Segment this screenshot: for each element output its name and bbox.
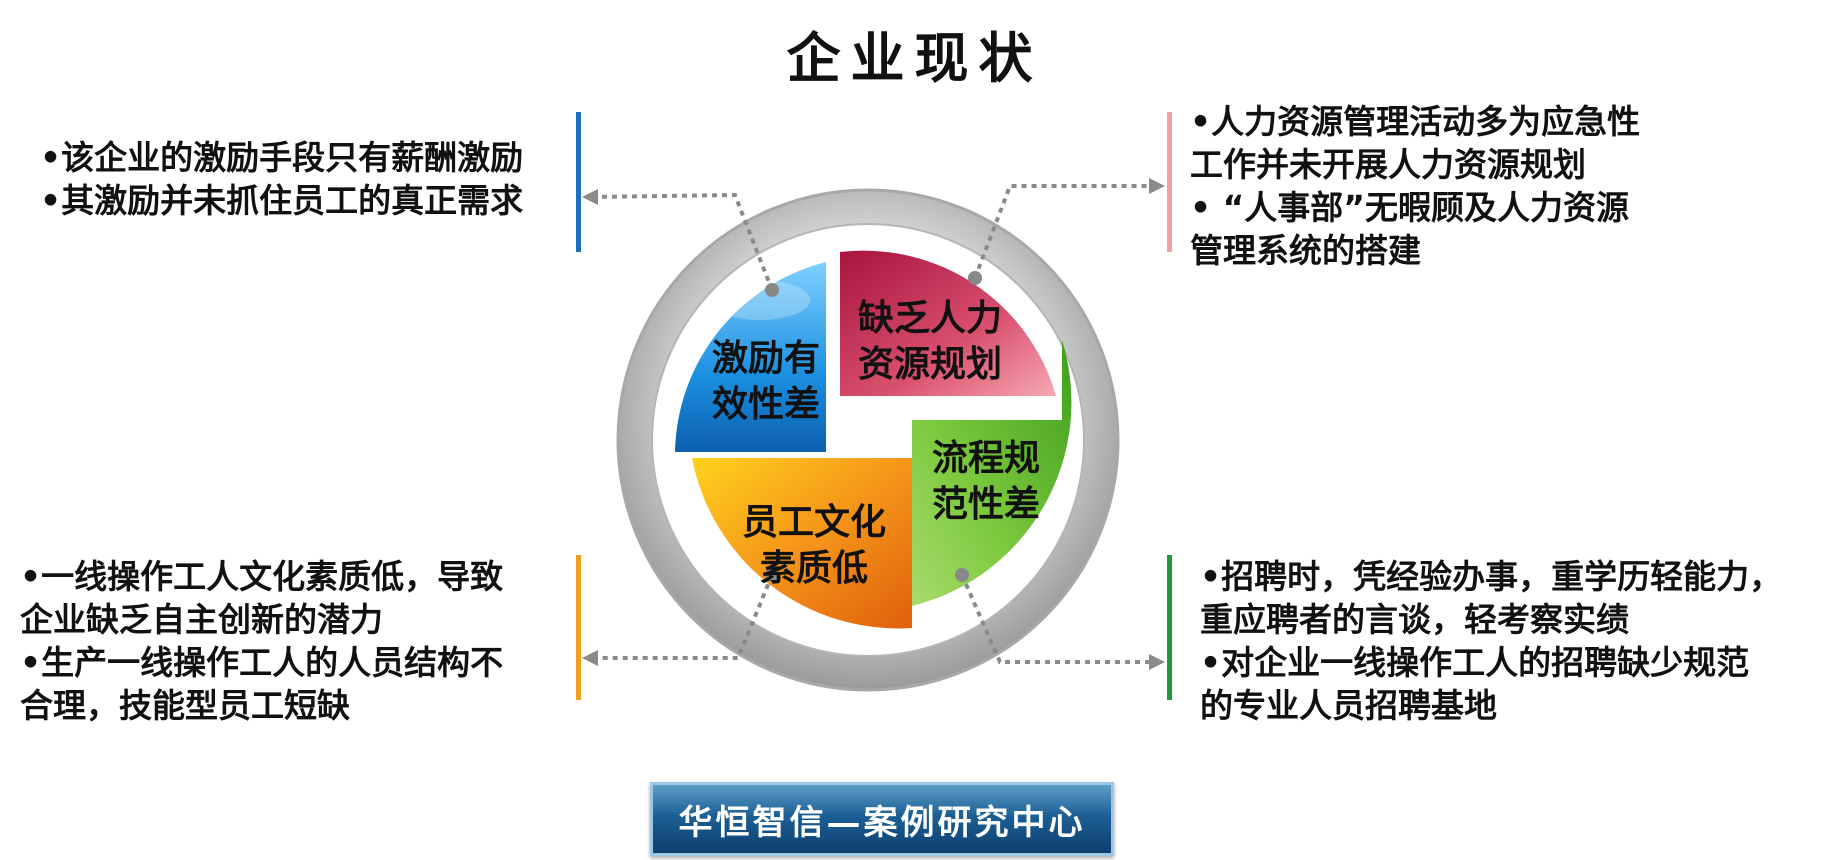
note-top-left: •该企业的激励手段只有薪酬激励 •其激励并未抓住员工的真正需求 (40, 136, 523, 222)
connector-top-right (973, 184, 1155, 279)
note-line: 的专业人员招聘基地 (1200, 686, 1497, 725)
footer-banner: 华恒智信—案例研究中心 (650, 782, 1114, 856)
note-line: •人力资源管理活动多为应急性 (1190, 102, 1641, 141)
note-line: 工作并未开展人力资源规划 (1190, 145, 1586, 184)
note-line: •该企业的激励手段只有薪酬激励 (40, 138, 524, 177)
note-bar-green (1167, 555, 1172, 700)
quadrant-label-line: 缺乏人力 (858, 298, 1003, 339)
arrow-right-icon (1149, 654, 1165, 670)
connector-top-left (589, 192, 774, 291)
gloss-highlight (710, 280, 810, 320)
note-line: 企业缺乏自主创新的潜力 (20, 600, 383, 639)
quadrant-process (912, 340, 1072, 606)
note-line: • “人事部”无暇顾及人力资源 (1190, 188, 1629, 227)
note-line: •生产一线操作工人的人员结构不 (20, 643, 504, 682)
quadrant-label-incentive: 激励有 效性差 (712, 336, 820, 428)
note-line: •对企业一线操作工人的招聘缺少规范 (1200, 643, 1750, 682)
note-bar-orange (576, 555, 581, 700)
note-line: •招聘时，凭经验办事，重学历轻能力， (1200, 557, 1783, 596)
note-bottom-left: •一线操作工人文化素质低，导致 企业缺乏自主创新的潜力 •生产一线操作工人的人员… (20, 555, 503, 727)
quadrant-label-line: 范性差 (932, 484, 1041, 525)
note-line: 重应聘者的言谈，轻考察实绩 (1200, 600, 1629, 639)
quadrant-culture (692, 458, 912, 629)
arrow-right-icon (1149, 178, 1165, 194)
arrow-left-icon (582, 189, 598, 205)
connector-bottom-right (960, 574, 1155, 664)
page-title: 企业现状 (786, 27, 1043, 90)
note-bar-pink (1167, 112, 1172, 252)
quadrant-label-line: 激励有 (712, 338, 821, 379)
arrow-left-icon (582, 650, 598, 666)
quadrant-incentive (675, 262, 826, 452)
note-line: 管理系统的搭建 (1190, 231, 1421, 270)
quadrant-label-line: 资源规划 (858, 344, 1003, 385)
note-line: •其激励并未抓住员工的真正需求 (40, 181, 524, 220)
quadrant-label-process: 流程规 范性差 (932, 436, 1040, 528)
quadrant-label-line: 素质低 (760, 548, 869, 589)
note-line: •一线操作工人文化素质低，导致 (20, 557, 504, 596)
quadrant-label-line: 员工文化 (742, 502, 887, 543)
quadrant-planning (840, 250, 1056, 396)
note-top-right: •人力资源管理活动多为应急性 工作并未开展人力资源规划 • “人事部”无暇顾及人… (1190, 100, 1640, 272)
quadrant-label-line: 效性差 (712, 384, 821, 425)
quadrant-label-culture: 员工文化 素质低 (742, 500, 886, 592)
quadrant-label-planning: 缺乏人力 资源规划 (858, 296, 1002, 388)
note-line: 合理，技能型员工短缺 (20, 686, 350, 725)
note-bar-blue (576, 112, 581, 252)
quadrant-label-line: 流程规 (932, 438, 1041, 479)
note-bottom-right: •招聘时，凭经验办事，重学历轻能力， 重应聘者的言谈，轻考察实绩 •对企业一线操… (1200, 555, 1782, 727)
